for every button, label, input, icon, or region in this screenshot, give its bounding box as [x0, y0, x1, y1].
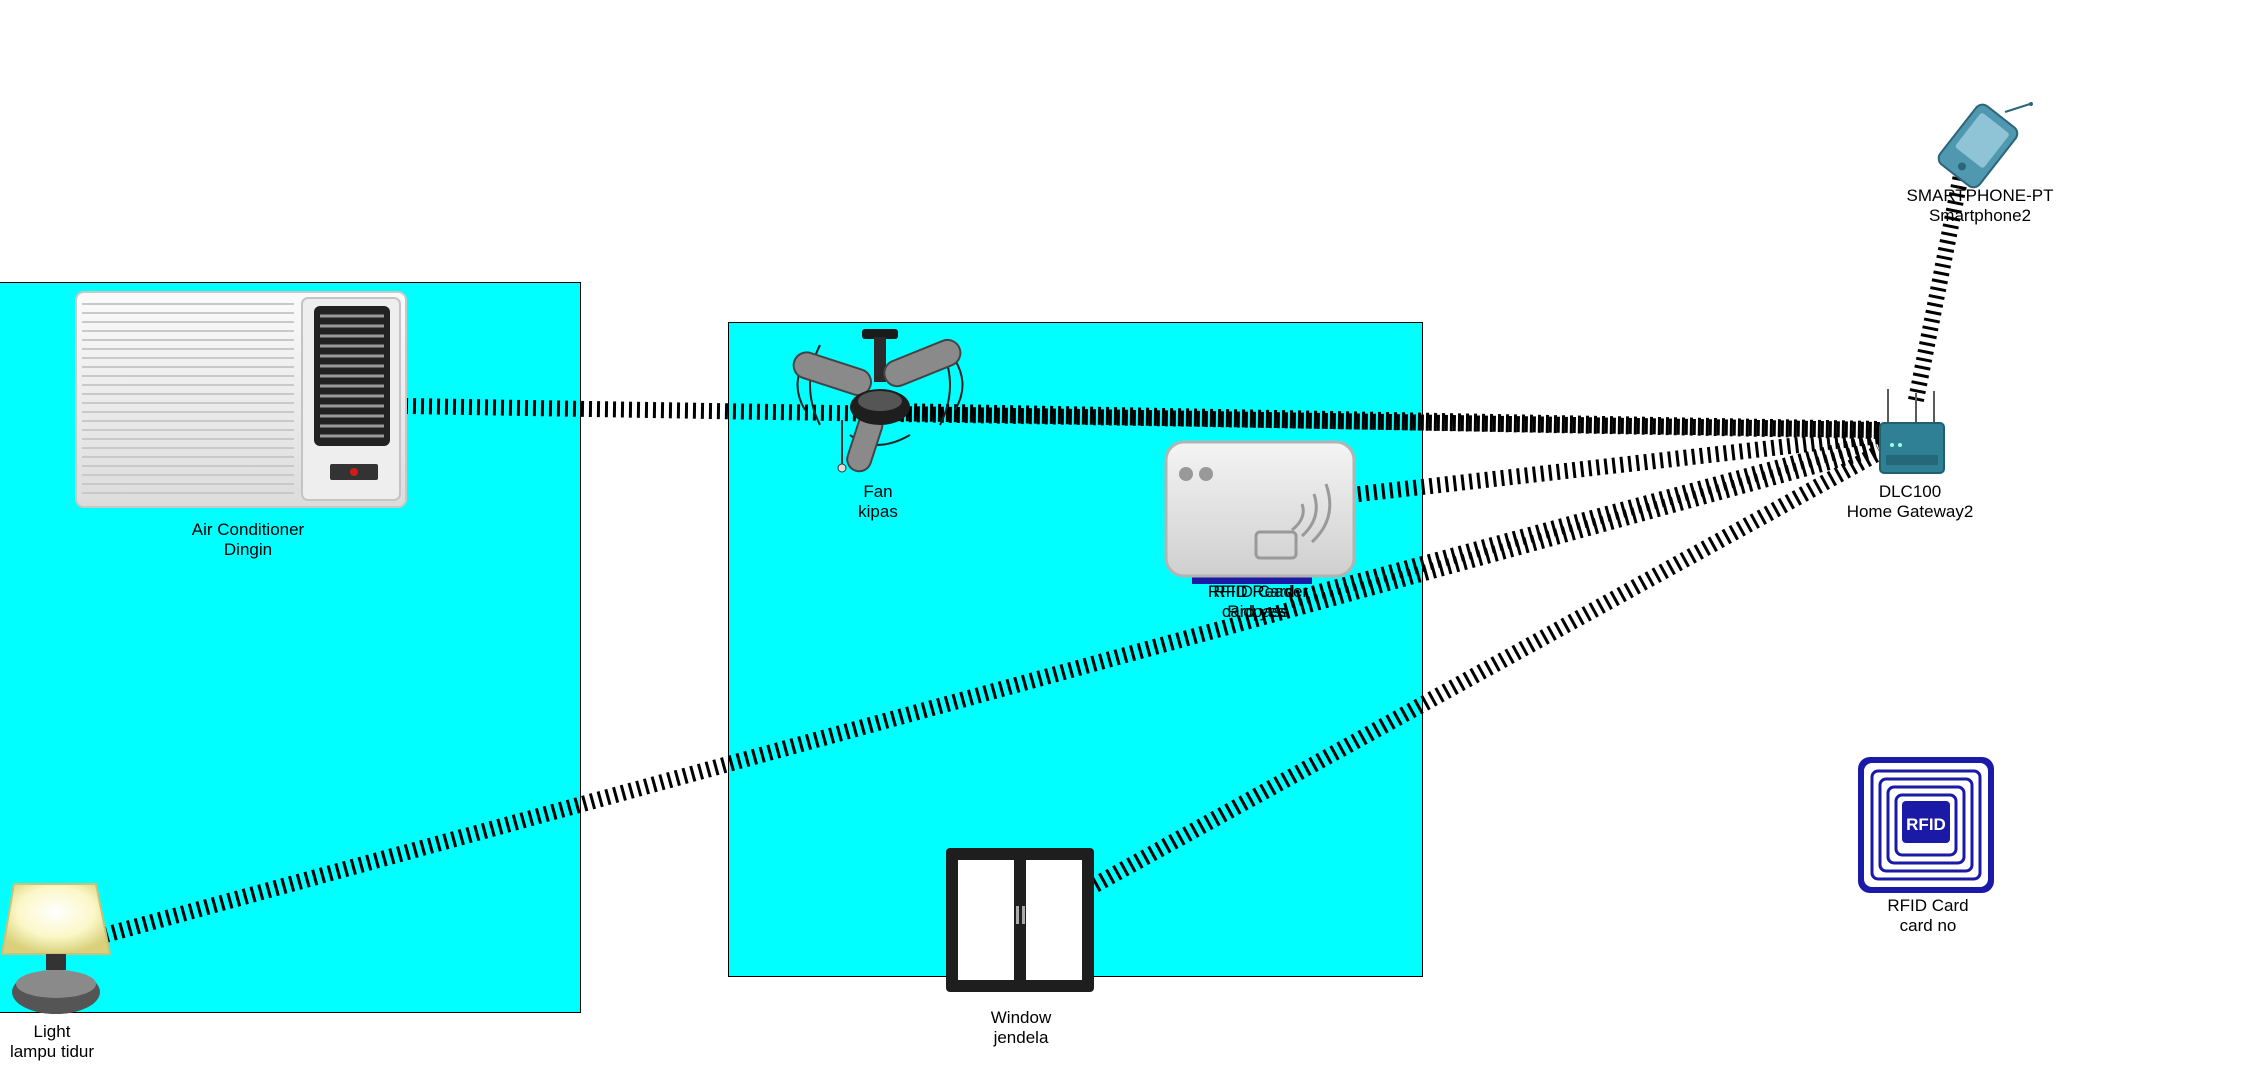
light-name: lampu tidur	[9, 1042, 95, 1061]
lamp-icon	[0, 883, 112, 1014]
fan-device[interactable]	[760, 325, 990, 485]
link-card-gateway	[1287, 432, 1883, 608]
home-gateway-label: DLC100 Home Gateway2	[1847, 482, 1974, 522]
smartphone-label: SMARTPHONE-PT Smartphone2	[1906, 186, 2053, 226]
link-reader-gateway	[1349, 428, 1881, 503]
air-conditioner-name: Dingin	[223, 540, 273, 559]
link-window-gateway	[1091, 444, 1884, 893]
rfid-card-label: RFID Card card no	[1887, 896, 1968, 936]
link-fan-gateway	[889, 403, 1881, 439]
window-name: jendela	[993, 1028, 1049, 1047]
link-ac-gateway	[404, 398, 1881, 438]
smartphone-type: SMARTPHONE-PT	[1906, 186, 2054, 205]
light-label: Light lampu tidur	[10, 1022, 94, 1062]
rfid-card-icon: RFID	[1858, 757, 1994, 893]
smartphone-icon	[1937, 102, 2033, 189]
rfid-reader-name: Ridpass	[1227, 602, 1289, 621]
rfid-card-name: card no	[1899, 916, 1957, 935]
rfid-reader-type: RFID Reader	[1207, 582, 1309, 601]
rfid-reader-label: RFID Reader Ridpass	[1208, 582, 1308, 622]
rfid-card-overlap-type: RFID Card	[1213, 582, 1295, 601]
home-gateway-device[interactable]	[1872, 385, 1952, 481]
air-conditioner-device[interactable]	[74, 290, 410, 512]
rfid-card-type: RFID Card	[1887, 896, 1969, 915]
air-conditioner-type: Air Conditioner	[191, 520, 305, 539]
rfid-card-device[interactable]: RFID	[1856, 755, 1996, 895]
air-conditioner-icon	[75, 291, 407, 508]
light-device[interactable]	[0, 878, 112, 1018]
rfid-card-overlap-label: RFID Card card yes	[1213, 582, 1294, 622]
window-icon	[946, 848, 1094, 992]
rfid-card-badge: RFID	[1906, 815, 1946, 834]
smartphone-device[interactable]	[1920, 100, 2040, 190]
ceiling-fan-icon	[792, 329, 964, 473]
window-device[interactable]	[944, 846, 1096, 994]
rfid-reader-device[interactable]	[1162, 438, 1360, 588]
fan-name: kipas	[858, 502, 898, 521]
home-gateway-type: DLC100	[1878, 482, 1942, 501]
light-type: Light	[33, 1022, 71, 1041]
home-gateway-name: Home Gateway2	[1846, 502, 1974, 521]
air-conditioner-label: Air Conditioner Dingin	[192, 520, 304, 560]
smartphone-name: Smartphone2	[1928, 206, 2032, 225]
home-gateway-icon	[1879, 389, 1945, 474]
rfid-reader-icon	[1164, 440, 1356, 584]
fan-label: Fan kipas	[858, 482, 898, 522]
fan-type: Fan	[863, 482, 893, 501]
window-label: Window jendela	[991, 1008, 1051, 1048]
rfid-card-overlap-name: card yes	[1221, 602, 1287, 621]
window-type: Window	[990, 1008, 1052, 1027]
link-light-gateway	[102, 440, 1883, 943]
